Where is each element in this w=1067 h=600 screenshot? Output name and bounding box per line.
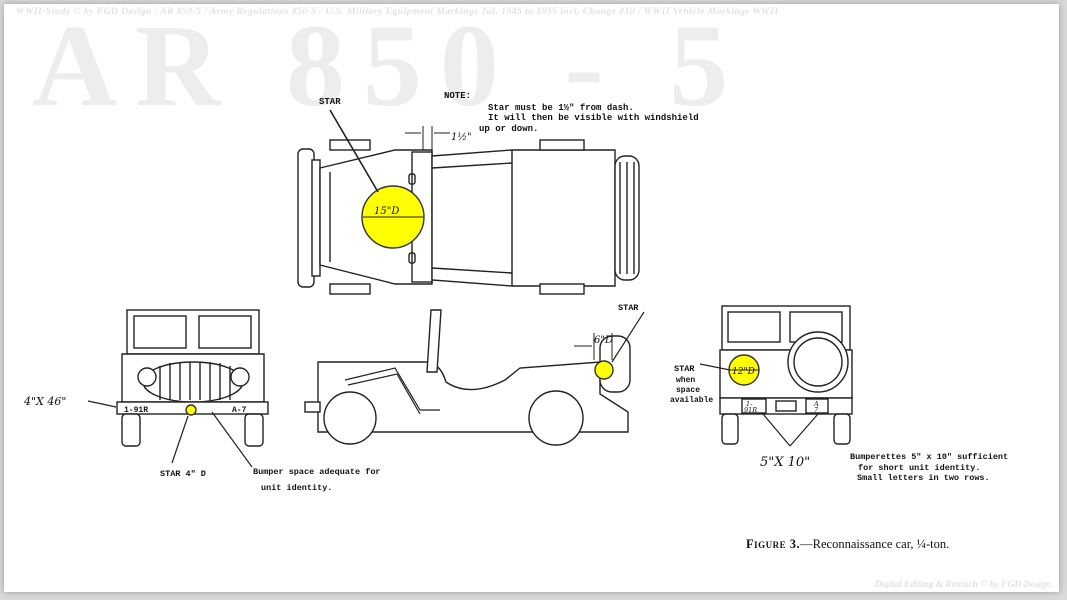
rear-plate-right-line-1: A <box>813 400 819 408</box>
rear-plate-right-line-2: 7 <box>814 406 819 414</box>
rear-view-star-label: STAR <box>674 364 695 374</box>
rear-view-bumperette-left <box>741 398 767 414</box>
page-frame: AR 850 - 5 WWII-Study © by FGD Design / … <box>4 4 1059 592</box>
rear-view-star-note-1: when <box>676 376 695 385</box>
front-view-star-label: STAR 4" D <box>160 469 206 479</box>
side-view-front-wheel <box>323 391 377 445</box>
watermark-bottom-line: Digital Editing & Retouch © by FGD Desig… <box>874 580 1051 590</box>
watermark-top-line: WWII-Study © by FGD Design / AR 850-5 / … <box>16 7 779 17</box>
bumperettes-note-line-2: for short unit identity. <box>858 463 980 473</box>
note-line-2: It will then be visible with windshield <box>488 113 699 123</box>
top-view <box>297 109 640 295</box>
front-view-star-leader <box>171 415 189 464</box>
front-view-plate-left: 1-91R <box>124 406 148 415</box>
bumper-note-line-2: unit identity. <box>261 483 332 493</box>
rear-view-star-note-3: available <box>670 396 713 405</box>
bumperettes-note-line-3: Small letters in two rows. <box>857 473 990 483</box>
rear-plate-left-line-2: 91R <box>744 406 757 414</box>
figure-title: —Reconnaissance car, ¼-ton. <box>800 537 950 551</box>
side-view-windshield-frame <box>426 309 442 373</box>
rear-view-star-size: 12"D <box>732 367 755 377</box>
rear-view-bumperette-right <box>805 398 829 414</box>
top-view-dim-label: 1½" <box>451 132 472 143</box>
side-view-star <box>594 360 614 380</box>
figure-number: Figure 3. <box>746 537 801 551</box>
rear-plate-left-line-1: 1- <box>746 400 752 408</box>
side-view <box>304 309 645 446</box>
note-line-1: Star must be 1½" from dash. <box>488 103 634 113</box>
note-title: NOTE: <box>444 91 471 101</box>
side-view-star-label: STAR <box>618 303 639 313</box>
side-view-rear-wheel <box>528 390 584 446</box>
rear-view-dim-label: 5"X 10" <box>760 455 810 470</box>
top-view-star-leader <box>329 109 379 193</box>
bumper-note-line-1: Bumper space adequate for <box>253 467 381 477</box>
top-view-body <box>431 149 616 287</box>
front-view-plate-right: A-7 <box>232 406 247 415</box>
bumperettes-note-line-1: Bumperettes 5" x 10" sufficient <box>850 452 1008 462</box>
note-line-3: up or down. <box>479 124 538 134</box>
front-view-dim-label: 4"X 46" <box>23 395 66 408</box>
rear-view <box>699 305 853 447</box>
figure-caption: Figure 3.—Reconnaissance car, ¼-ton. <box>746 537 949 552</box>
rear-view-spare-tire <box>787 331 849 393</box>
top-view-star-size: 15"D <box>374 206 399 217</box>
watermark-title: AR 850 - 5 <box>32 4 747 131</box>
top-view-star-label: STAR <box>319 97 341 107</box>
rear-view-star-note-2: space <box>676 386 700 395</box>
front-view-star <box>185 404 197 416</box>
front-view <box>87 309 269 468</box>
side-view-dim-label: 6"D <box>594 335 613 346</box>
